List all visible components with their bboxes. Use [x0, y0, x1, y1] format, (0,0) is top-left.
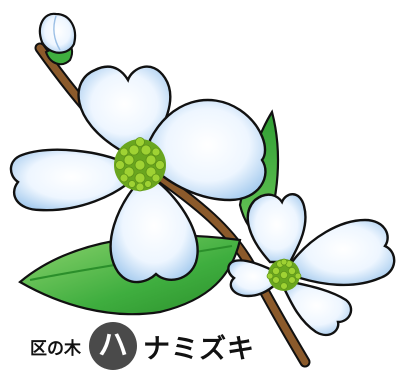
caption-prefix: 区の木: [30, 338, 81, 359]
large-flower-petal-top: [77, 65, 172, 152]
bud: [38, 12, 77, 54]
large-flower-center: [114, 137, 166, 192]
small-flower-petal-right: [290, 218, 396, 287]
tree-caption: 区の木 ハ ナミズキ: [30, 320, 255, 372]
small-flower-petal-top: [246, 193, 307, 264]
small-flower-petal-left: [227, 259, 280, 298]
large-flower-petal-left: [9, 148, 134, 212]
small-flower-petal-bottom: [280, 280, 353, 337]
caption-name: ナミズキ: [143, 333, 255, 365]
caption-badge: ハ: [89, 322, 137, 370]
large-flower-petal-right: [148, 98, 267, 202]
large-flower-petal-bottom: [109, 178, 199, 284]
small-flower-center: [266, 258, 302, 291]
